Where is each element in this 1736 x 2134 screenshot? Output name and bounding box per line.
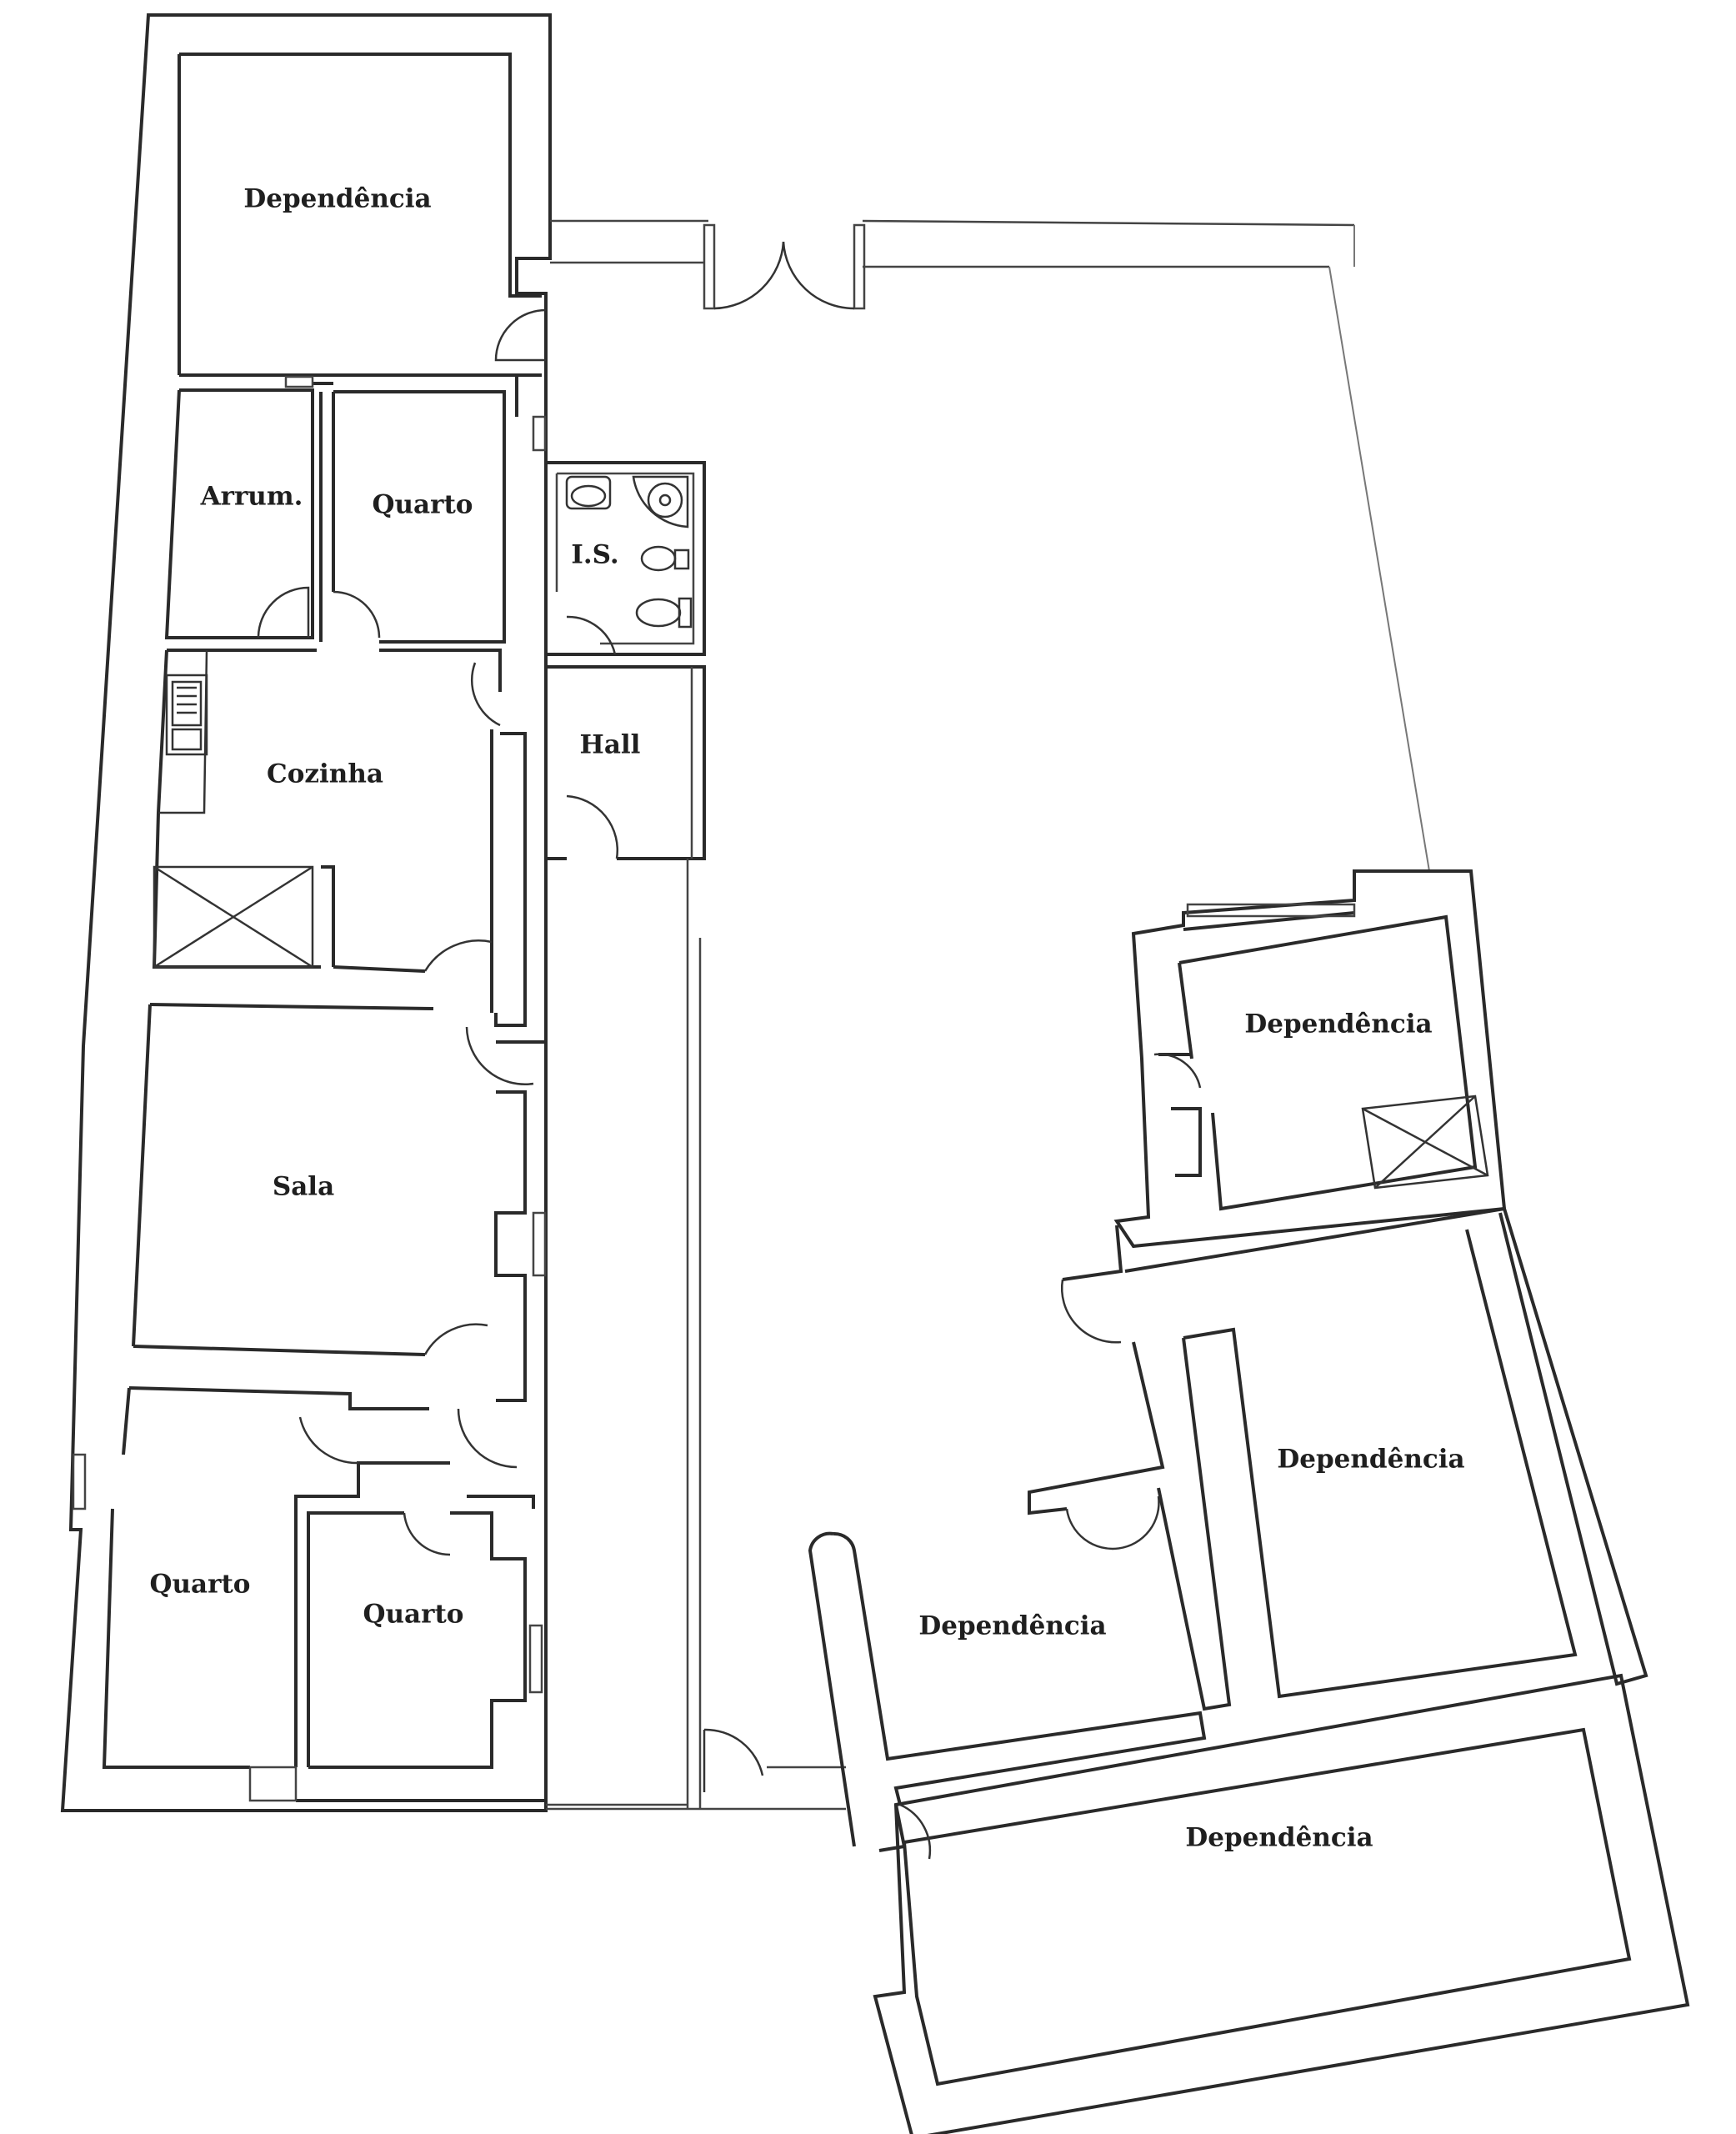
upper-rooms-walls	[164, 382, 506, 644]
courtyard-lines	[546, 219, 1430, 1811]
washbasin-icon	[565, 475, 612, 510]
bidet-icon	[640, 545, 690, 572]
room-label-dependencia-east-middle: Dependência	[1277, 1445, 1464, 1475]
room-label-dependencia-east-lower: Dependência	[918, 1611, 1106, 1641]
room-label-sala: Sala	[273, 1172, 334, 1202]
room-label-hall: Hall	[580, 730, 641, 760]
toilet-icon	[635, 597, 693, 629]
room-label-is: I.S.	[571, 540, 618, 570]
east-middle-walls	[1028, 1206, 1648, 1711]
room-label-quarto-bottom-center: Quarto	[363, 1600, 464, 1630]
room-label-dependencia-east-top: Dependência	[1244, 1009, 1432, 1039]
room-label-arrum: Arrum.	[200, 482, 303, 512]
east-lower-walls	[808, 1531, 1207, 1847]
living-room-walls	[132, 1003, 546, 1402]
shower-icon	[632, 475, 689, 528]
room-label-dependencia-east-bottom: Dependência	[1185, 1823, 1373, 1853]
shaft-icon-east	[1361, 1095, 1489, 1190]
room-label-quarto-bottom-left: Quarto	[150, 1570, 251, 1600]
room-label-quarto-top: Quarto	[373, 490, 473, 520]
door-swings	[72, 223, 1356, 1860]
east-bottom-walls	[873, 1673, 1690, 2134]
sink-icon	[165, 674, 208, 756]
east-upper-walls	[1113, 869, 1507, 1249]
shaft-icon	[153, 865, 314, 969]
bathroom-walls	[544, 461, 706, 656]
worktop	[158, 649, 208, 814]
kitchen-walls	[152, 649, 527, 1027]
hall-walls	[544, 665, 706, 860]
bedrooms-walls	[102, 1386, 546, 1802]
fixtures	[153, 475, 1489, 1190]
room-label-cozinha: Cozinha	[267, 759, 383, 789]
room-labels: Dependência Arrum. Quarto I.S. Hall Cozi…	[150, 184, 1465, 1853]
west-wing-walls	[60, 13, 552, 1812]
room-label-dependencia-top: Dependência	[243, 184, 431, 214]
